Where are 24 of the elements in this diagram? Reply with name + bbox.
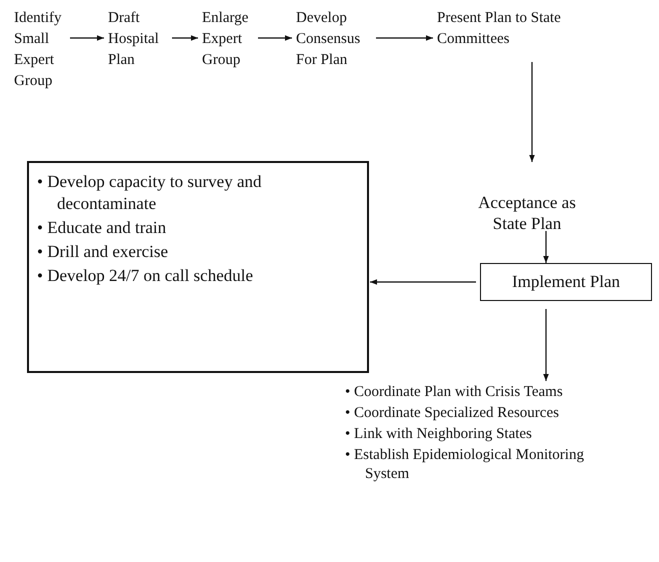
- arrow: [172, 35, 198, 41]
- arrow: [370, 279, 476, 285]
- arrow: [70, 35, 104, 41]
- bullet-item: • Educate and train: [37, 217, 168, 239]
- step-text: Identify Small Expert Group: [14, 9, 62, 91]
- arrow: [543, 309, 549, 381]
- arrow: [543, 231, 549, 263]
- task-list-box: [27, 161, 369, 373]
- step-text: Develop Consensus For Plan: [296, 9, 362, 70]
- bullet-item: • Coordinate Plan with Crisis Teams: [345, 383, 564, 402]
- arrow: [258, 35, 292, 41]
- bullet-item: • Develop capacity to survey and decontaminate: [37, 171, 263, 215]
- step-text: Present Plan to State Committees: [437, 9, 562, 49]
- process-box: Implement Plan: [480, 263, 652, 301]
- bullet-item: • Coordinate Specialized Resources: [345, 404, 560, 423]
- step-text: Enlarge Expert Group: [202, 9, 250, 70]
- bullet-item: • Link with Neighboring States: [345, 425, 533, 444]
- arrow: [376, 35, 433, 41]
- step-text: Draft Hospital Plan: [108, 9, 160, 70]
- bullet-item: • Develop 24/7 on call schedule: [37, 265, 254, 287]
- bullet-item: • Drill and exercise: [37, 241, 170, 263]
- arrow: [529, 62, 535, 162]
- step-text: Acceptance as State Plan: [477, 192, 577, 234]
- bullet-item: • Establish Epidemiological Monitoring System: [345, 446, 585, 484]
